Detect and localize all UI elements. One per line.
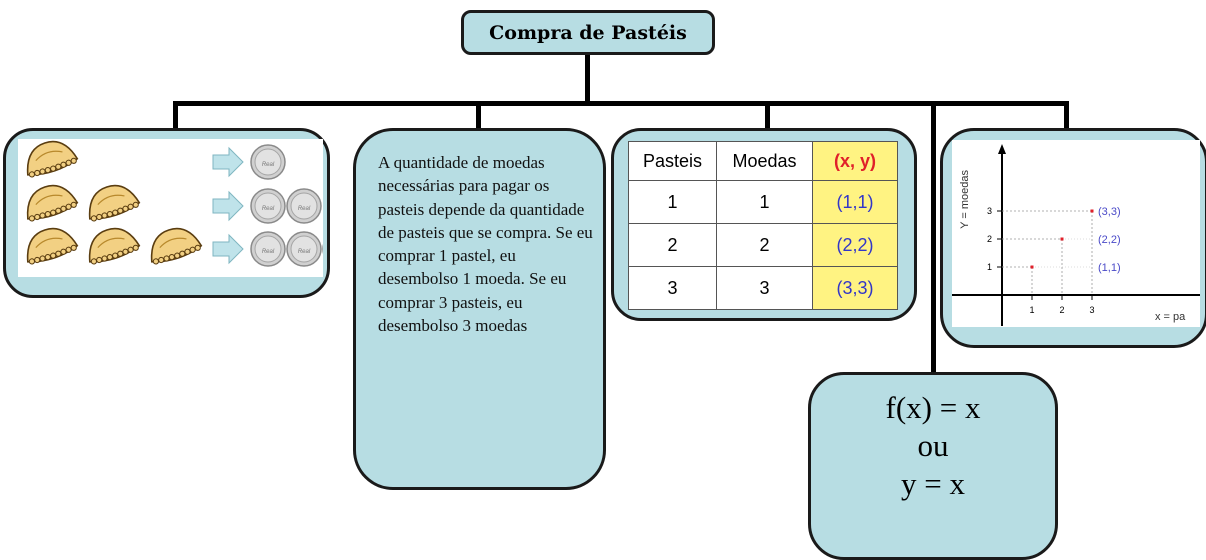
formula-line-1: f(x) = x xyxy=(885,390,981,425)
illustration-box: RealRealRealRealRealReal xyxy=(3,128,358,298)
svg-text:Real: Real xyxy=(262,206,275,212)
pastel-icon xyxy=(150,227,203,265)
graph-box: Y = moedas x = pa 1 2 3 1 2 3 (1,1) (2,2) (3,3) xyxy=(940,128,1206,348)
formula-line-2: ou xyxy=(917,428,949,463)
svg-text:Real: Real xyxy=(298,206,311,212)
y-tick-label: 3 xyxy=(987,206,992,216)
svg-text:Real: Real xyxy=(298,249,311,255)
table-cell: 2 xyxy=(628,223,717,267)
data-point xyxy=(1060,237,1064,241)
coin-icon: Real xyxy=(250,144,286,180)
graph-svg: Y = moedas x = pa 1 2 3 1 2 3 (1,1) (2,2) (3,3) xyxy=(952,144,1200,326)
y-tick-label: 1 xyxy=(987,262,992,272)
table-header-row: Pasteis Moedas (x, y) xyxy=(628,141,898,181)
connector-drop-narrative xyxy=(476,101,481,129)
table-row: 2 2 (2,2) xyxy=(628,223,898,267)
title-box: Compra de Pastéis xyxy=(461,10,715,55)
table-cell: 1 xyxy=(716,180,813,224)
header-moedas: Moedas xyxy=(716,141,813,181)
coin-icon: Real xyxy=(286,231,322,267)
table-cell: 3 xyxy=(628,266,717,310)
x-tick-label: 3 xyxy=(1089,305,1094,315)
graph-panel: Y = moedas x = pa 1 2 3 1 2 3 (1,1) (2,2) (3,3) xyxy=(952,140,1200,327)
pastel-icon xyxy=(88,227,141,265)
table-cell: 2 xyxy=(716,223,813,267)
table-row: 3 3 (3,3) xyxy=(628,266,898,310)
connector-trunk xyxy=(585,55,590,103)
formula-line-3: y = x xyxy=(901,466,965,501)
formula-box: f(x) = x ou y = x xyxy=(808,372,1058,560)
svg-text:Real: Real xyxy=(262,162,275,168)
title-text: Compra de Pastéis xyxy=(489,21,687,44)
arrow-right-icon xyxy=(212,190,244,222)
table-cell: 3 xyxy=(716,266,813,310)
arrow-right-icon xyxy=(212,233,244,265)
svg-text:Real: Real xyxy=(262,249,275,255)
data-point xyxy=(1090,209,1094,213)
coin-icon: Real xyxy=(286,188,322,224)
coin-icon: Real xyxy=(250,231,286,267)
narrative-text: A quantidade de moedas necessárias para … xyxy=(378,153,593,336)
pastel-icon xyxy=(26,184,79,222)
narrative-box: A quantidade de moedas necessárias para … xyxy=(353,128,606,490)
x-tick-label: 1 xyxy=(1029,305,1034,315)
arrow-right-icon xyxy=(212,146,244,178)
table-row: 1 1 (1,1) xyxy=(628,180,898,224)
connector-drop-formula xyxy=(931,101,936,373)
connector-drop-table xyxy=(765,101,770,129)
header-pasteis: Pasteis xyxy=(628,141,717,181)
pastel-icon xyxy=(26,227,79,265)
point-label: (1,1) xyxy=(1098,262,1121,274)
point-label: (3,3) xyxy=(1098,206,1121,218)
table-cell: (3,3) xyxy=(812,266,898,310)
pastel-icon xyxy=(88,184,141,222)
y-axis-label: Y = moedas xyxy=(959,170,971,229)
connector-drop-graph xyxy=(1064,101,1069,129)
table-cell: (1,1) xyxy=(812,180,898,224)
table-box: Pasteis Moedas (x, y) 1 1 (1,1) 2 2 (2,2… xyxy=(611,128,917,321)
coin-icon: Real xyxy=(250,188,286,224)
illustration-panel: RealRealRealRealRealReal xyxy=(18,139,358,277)
x-tick-label: 2 xyxy=(1059,305,1064,315)
header-xy: (x, y) xyxy=(812,141,898,181)
connector-bus xyxy=(173,101,1069,106)
data-table: Pasteis Moedas (x, y) 1 1 (1,1) 2 2 (2,2… xyxy=(628,141,898,310)
x-axis-label: x = pa xyxy=(1155,311,1186,323)
pastel-icon xyxy=(26,140,79,178)
illustration-svg: RealRealRealRealRealReal xyxy=(26,140,358,267)
y-tick-label: 2 xyxy=(987,234,992,244)
y-axis-arrow-icon xyxy=(998,144,1006,154)
table-cell: 1 xyxy=(628,180,717,224)
point-label: (2,2) xyxy=(1098,234,1121,246)
table-cell: (2,2) xyxy=(812,223,898,267)
data-point xyxy=(1030,265,1034,269)
connector-drop-illustration xyxy=(173,101,178,129)
